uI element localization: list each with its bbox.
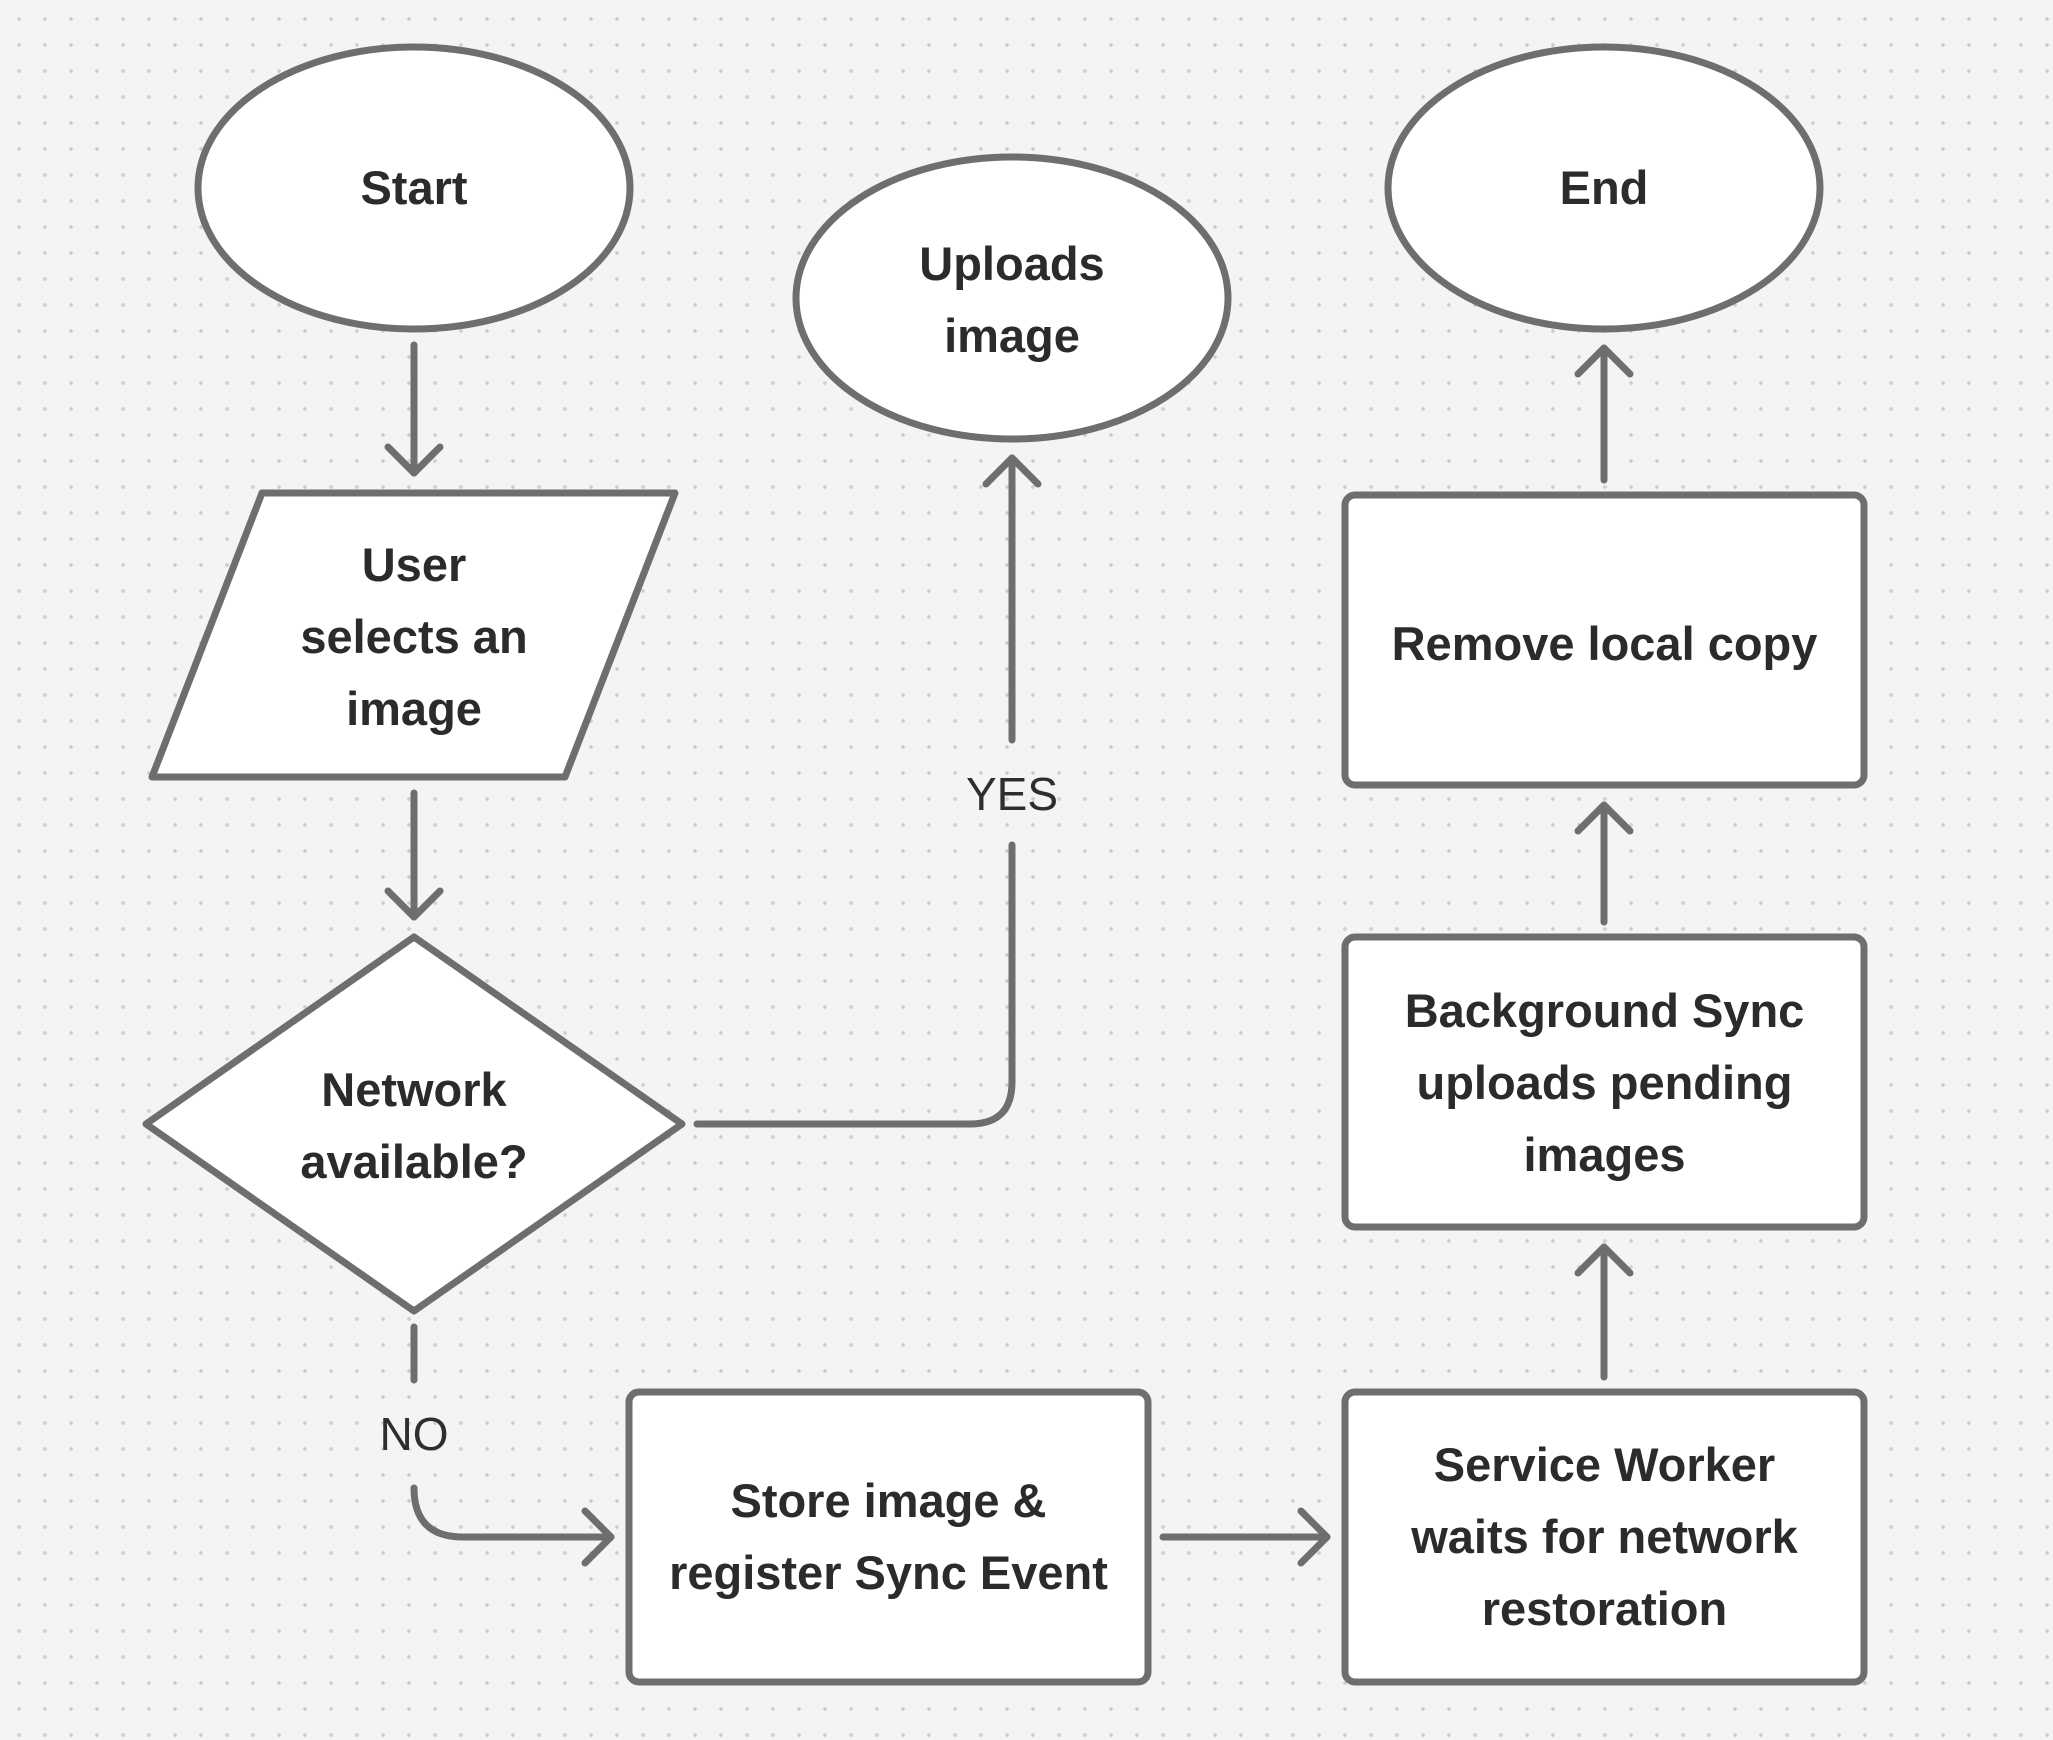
edge-waits-to-bgsync xyxy=(1574,1243,1634,1381)
waits-node-shape[interactable] xyxy=(1341,1388,1868,1686)
network-node-shape[interactable] xyxy=(142,933,686,1315)
waits-node-label: Service Worker waits for network restora… xyxy=(1411,1438,1798,1635)
edge-network-to-uploads xyxy=(693,454,1042,1128)
edge-network-to-store xyxy=(410,1323,615,1567)
bgsync-node-shape[interactable] xyxy=(1341,933,1868,1231)
select-node-label: User selects an image xyxy=(300,538,528,735)
uploads-node-label: Uploads image xyxy=(919,237,1105,362)
store-node-shape[interactable] xyxy=(625,1388,1152,1686)
edge-select-to-network xyxy=(384,789,444,921)
edge-store-to-waits xyxy=(1159,1507,1331,1567)
start-node-label: Start xyxy=(360,161,468,214)
start-node-shape[interactable] xyxy=(194,43,634,333)
edge-label-yes: YES xyxy=(965,768,1059,820)
store-node-label: Store image & register Sync Event xyxy=(669,1474,1108,1599)
remove-node-shape[interactable] xyxy=(1341,491,1868,789)
end-node-label: End xyxy=(1559,161,1649,214)
uploads-node-shape[interactable] xyxy=(792,153,1232,443)
edge-remove-to-end xyxy=(1574,344,1634,484)
bgsync-node-label: Background Sync uploads pending images xyxy=(1404,984,1805,1181)
select-node-shape[interactable] xyxy=(148,489,679,781)
end-node-shape[interactable] xyxy=(1384,43,1824,333)
edge-bgsync-to-remove xyxy=(1574,801,1634,926)
edge-start-to-select xyxy=(384,341,444,477)
network-node-label: Network available? xyxy=(300,1063,528,1188)
remove-node-label: Remove local copy xyxy=(1391,617,1818,670)
edge-label-no: NO xyxy=(379,1408,449,1460)
